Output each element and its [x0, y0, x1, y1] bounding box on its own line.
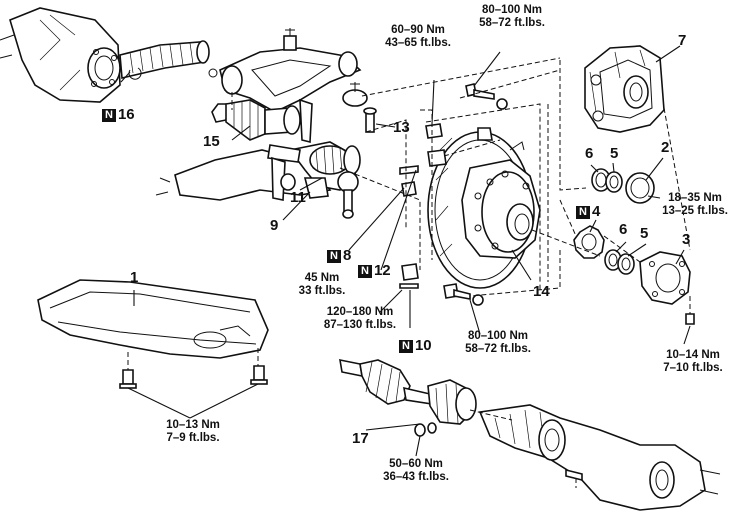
callout-5-lower: 5	[640, 225, 649, 242]
skid-plate-bolts	[119, 365, 268, 389]
skid-plate-1	[37, 279, 269, 359]
callout-17: 17	[352, 430, 369, 447]
driveshaft-upper-15	[211, 99, 301, 141]
front-differential-bottom	[478, 404, 721, 511]
front-differential-top	[0, 7, 218, 103]
callout-11: 11	[290, 189, 306, 206]
upper-control-arm	[219, 28, 368, 144]
bushing-13	[363, 107, 377, 133]
callout-13: 13	[393, 119, 410, 136]
callout-1: 1	[130, 269, 139, 286]
fasteners	[399, 83, 508, 306]
callout-14: 14	[533, 283, 550, 300]
lower-control-arm	[155, 141, 361, 219]
alignment-lines	[127, 57, 691, 488]
driveshaft-lower-17	[339, 358, 477, 437]
callout-15: 15	[203, 133, 220, 150]
callout-9: 9	[270, 217, 279, 234]
callout-3: 3	[682, 231, 691, 248]
seals-lower-and-hub	[604, 249, 695, 325]
callout-5-upper: 5	[610, 145, 619, 162]
callout-6-lower: 6	[619, 221, 628, 238]
brake-disc-14	[427, 127, 541, 289]
callout-7: 7	[678, 32, 687, 49]
brake-caliper-7	[584, 45, 665, 133]
lock-washer-4	[573, 225, 605, 259]
callout-2: 2	[661, 139, 670, 156]
callout-6-upper: 6	[585, 145, 594, 162]
leader-lines	[120, 45, 691, 457]
seals-upper	[591, 168, 655, 204]
